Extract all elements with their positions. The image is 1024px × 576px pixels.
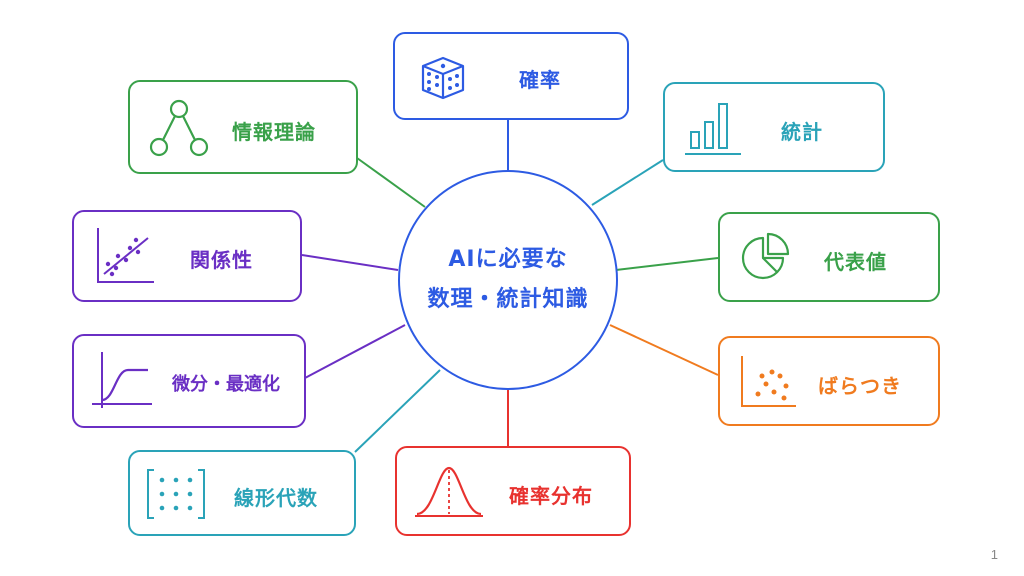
node-information-theory-label: 情報理論 <box>232 120 316 144</box>
node-statistics-label: 統計 <box>781 120 823 144</box>
node-probability-distribution: 確率分布 <box>395 446 631 536</box>
bar-chart-icon <box>685 103 741 155</box>
tree-graph-icon <box>149 99 209 157</box>
connector-linear-algebra <box>354 369 441 453</box>
node-correlation-label: 関係性 <box>190 248 253 272</box>
dice-icon <box>421 56 465 100</box>
connector-calculus <box>304 324 406 379</box>
node-calculus-optimization-label: 微分・最適化 <box>172 374 280 395</box>
node-probability: 確率 <box>393 32 629 120</box>
node-linear-algebra: 線形代数 <box>128 450 356 536</box>
connector-information-theory <box>356 157 426 208</box>
connector-correlation <box>301 254 399 271</box>
node-calculus-optimization: 微分・最適化 <box>72 334 306 428</box>
connector-dispersion <box>609 324 719 376</box>
node-dispersion-label: ばらつき <box>818 374 902 398</box>
central-topic-line-1: AIに必要な <box>448 247 568 272</box>
central-topic: AIに必要な 数理・統計知識 <box>398 170 618 390</box>
node-correlation: 関係性 <box>72 210 302 302</box>
central-topic-line-2: 数理・統計知識 <box>427 287 589 312</box>
node-representative-value: 代表値 <box>718 212 940 302</box>
node-probability-distribution-label: 確率分布 <box>509 484 593 508</box>
node-statistics: 統計 <box>663 82 885 172</box>
pie-chart-icon <box>741 232 790 280</box>
sigmoid-curve-icon <box>92 352 152 408</box>
bell-curve-icon <box>415 466 483 517</box>
node-information-theory: 情報理論 <box>128 80 358 174</box>
node-probability-label: 確率 <box>519 68 561 92</box>
connector-representative <box>615 257 719 271</box>
node-linear-algebra-label: 線形代数 <box>234 486 318 510</box>
node-representative-value-label: 代表値 <box>824 250 887 274</box>
connector-statistics <box>591 159 664 206</box>
page-number: 1 <box>990 547 998 562</box>
scatter-trend-icon <box>97 228 154 283</box>
scatter-dots-icon <box>741 356 796 407</box>
matrix-icon <box>147 469 205 519</box>
node-dispersion: ばらつき <box>718 336 940 426</box>
